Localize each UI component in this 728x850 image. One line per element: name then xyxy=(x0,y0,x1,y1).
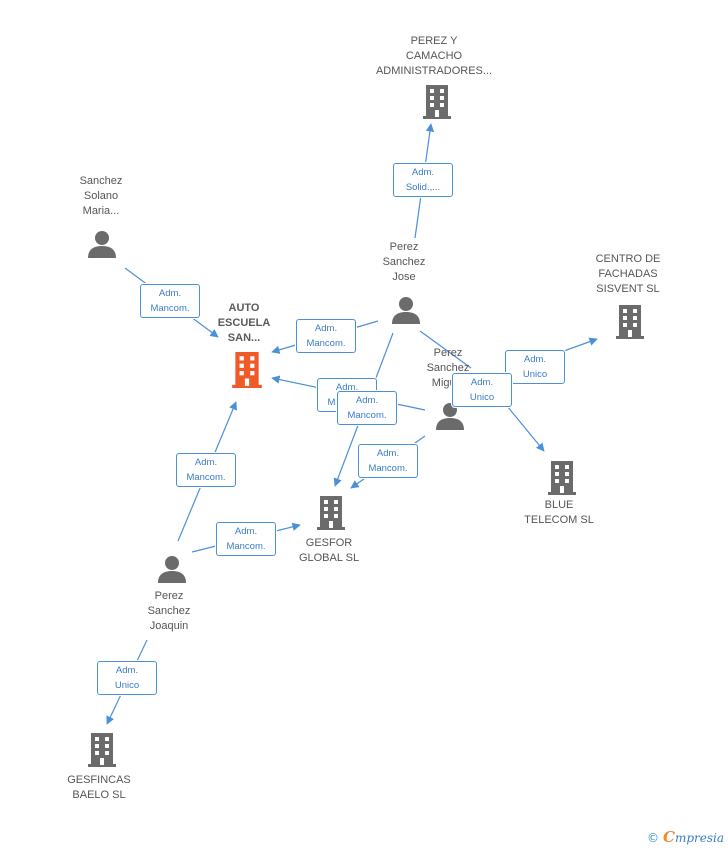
edge-label-solano-auto[interactable]: Adm. Mancom. xyxy=(140,284,200,318)
building-icon[interactable] xyxy=(616,305,644,339)
person-icon[interactable] xyxy=(158,555,186,583)
node-label-blue-telecom[interactable]: BLUE TELECOM SL xyxy=(524,499,594,526)
brand-footer[interactable]: ©Cmpresia xyxy=(647,828,724,846)
building-icon[interactable] xyxy=(423,85,451,119)
node-label-gesfor[interactable]: GESFOR GLOBAL SL xyxy=(298,537,360,564)
node-label-auto-escuela[interactable]: AUTO ESCUELA SAN... xyxy=(217,302,271,344)
building-icon[interactable] xyxy=(548,461,576,495)
copyright-icon: © xyxy=(646,831,659,845)
edge-label-miguel-blue[interactable]: Adm. Unico xyxy=(452,373,512,407)
edge-line-jose-miguel-link xyxy=(419,330,472,369)
edge-label-jose-camacho[interactable]: Adm. Solid.,... xyxy=(393,163,453,197)
node-label-perez-jose[interactable]: Perez Sanchez Jose xyxy=(382,241,426,283)
building-icon-focus[interactable] xyxy=(232,352,262,388)
building-icon[interactable] xyxy=(88,733,116,767)
edge-label-joaquin-gesfor[interactable]: Adm. Mancom. xyxy=(216,522,276,556)
node-label-sanchez-solano[interactable]: Sanchez Solano Maria... xyxy=(79,175,123,217)
person-icon[interactable] xyxy=(88,230,116,258)
node-label-perez-joaquin[interactable]: Perez Sanchez Joaquin xyxy=(147,590,191,632)
edge-label-joaquin-gesfincas[interactable]: Adm. Unico xyxy=(97,661,157,695)
edge-label-miguel-centro[interactable]: Adm. Unico xyxy=(505,350,565,384)
node-label-centro-fachadas[interactable]: CENTRO DE FACHADAS SISVENT SL xyxy=(595,253,661,295)
edge-label-joaquin-auto[interactable]: Adm. Mancom. xyxy=(176,453,236,487)
brand-initial: C xyxy=(662,828,675,846)
edge-label-jose-gesfor[interactable]: Adm. Mancom. xyxy=(337,391,397,425)
edge-label-jose-auto[interactable]: Adm. Mancom. xyxy=(296,319,356,353)
edge-label-miguel-gesfor[interactable]: Adm. Mancom. xyxy=(358,444,418,478)
brand-name: mpresia xyxy=(674,831,724,845)
node-label-perez-camacho[interactable]: PEREZ Y CAMACHO ADMINISTRADORES... xyxy=(375,35,493,77)
node-label-gesfincas[interactable]: GESFINCAS BAELO SL xyxy=(67,774,131,801)
person-icon[interactable] xyxy=(392,296,420,324)
building-icon[interactable] xyxy=(317,496,345,530)
